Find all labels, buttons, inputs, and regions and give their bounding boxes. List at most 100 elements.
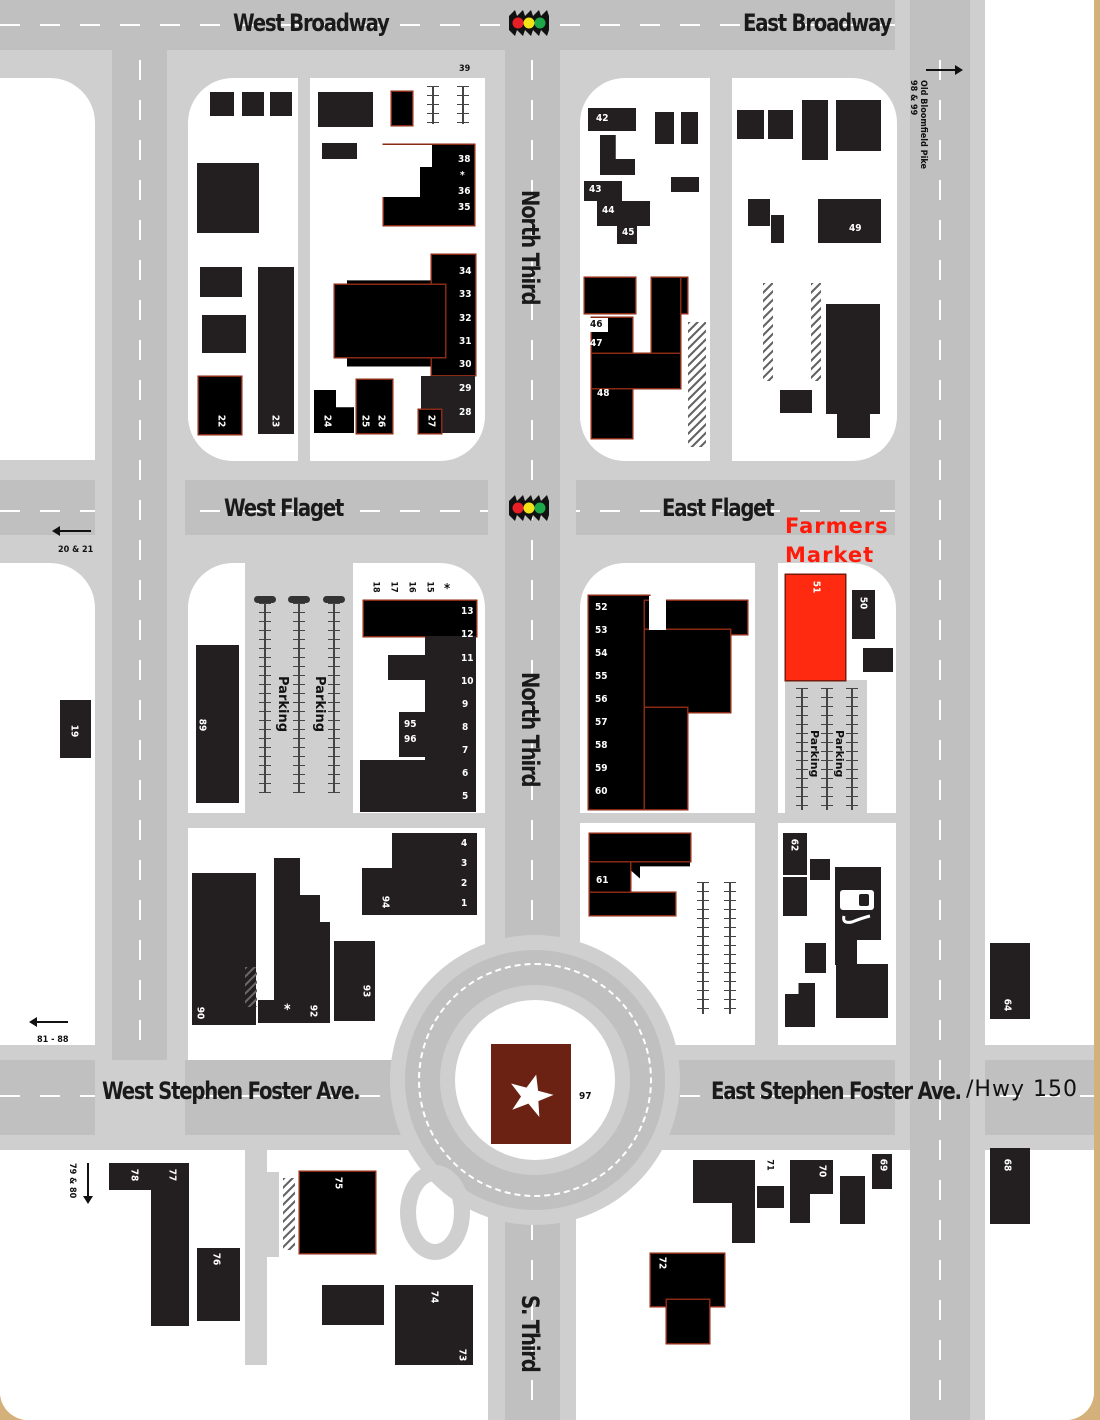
building-94[interactable] [362,868,397,915]
building[interactable] [780,390,812,413]
monument-97[interactable] [491,1044,571,1144]
building-69[interactable] [872,1154,892,1189]
building[interactable] [840,1176,865,1224]
building[interactable] [757,1186,784,1208]
building-49[interactable] [818,199,881,243]
building-50[interactable] [852,590,875,639]
building[interactable] [210,92,234,116]
building-76[interactable] [197,1248,240,1321]
parking-hatch [763,283,773,381]
building[interactable] [671,177,699,192]
building[interactable] [836,964,888,1018]
building[interactable] [790,1160,810,1223]
building[interactable] [197,163,259,233]
building[interactable] [202,315,246,353]
building-92[interactable] [274,858,300,1023]
building-92[interactable] [258,1000,330,1023]
parking-label: Parking [275,676,290,733]
building-72[interactable] [651,1254,724,1306]
building-number: 78 [128,1168,140,1182]
parking-stall-line [846,688,858,810]
building-70[interactable] [810,1160,833,1194]
building[interactable] [768,110,793,139]
building[interactable] [360,760,430,812]
building[interactable] [802,100,828,160]
farmers-market-label: Market [785,543,875,567]
building-68[interactable] [990,1148,1030,1224]
asterisk-marker: * [444,582,451,597]
building-93[interactable] [334,941,375,1021]
building-1-4[interactable] [392,833,477,915]
building-89[interactable] [196,645,239,803]
building-46-48[interactable] [585,278,635,313]
building-number: 54 [595,648,608,659]
building[interactable] [748,199,770,226]
building[interactable] [771,215,784,243]
building-46-48[interactable] [592,354,680,388]
building-77[interactable] [151,1163,189,1326]
building-52-60[interactable] [645,630,730,712]
lane-marking [139,60,141,1060]
building-42[interactable] [588,108,636,131]
parking-stall-line [457,86,469,124]
building-27[interactable] [419,410,441,433]
building-number: 69 [877,1158,889,1172]
street-west-flaget: West Flaget [224,494,344,522]
building-25-26[interactable] [357,380,392,433]
building[interactable] [270,92,292,116]
building-61[interactable] [590,834,690,861]
building-30-34[interactable] [335,285,445,357]
building-92[interactable] [300,895,320,1023]
arrow-west-icon [56,530,91,532]
parking-stall-line [328,603,340,793]
lot [582,318,608,332]
building-52-60[interactable] [645,708,687,809]
building[interactable] [681,112,698,144]
building[interactable] [810,859,830,880]
building-95-96[interactable] [399,712,437,757]
building[interactable] [388,655,438,680]
building[interactable] [322,1285,384,1325]
building-45[interactable] [617,222,637,244]
parking-hatch [688,322,706,447]
building-73-74[interactable] [395,1285,473,1365]
building[interactable] [737,110,764,139]
building-number: 45 [622,227,635,238]
building-43[interactable] [584,181,622,201]
building-64[interactable] [990,943,1030,1019]
building[interactable] [783,877,807,916]
building[interactable] [805,943,826,973]
building[interactable] [655,112,674,144]
building-92[interactable] [320,922,330,1023]
building-19[interactable] [60,700,91,758]
building[interactable] [837,380,870,438]
building-22[interactable] [199,377,241,434]
roundabout-lane-marking [418,963,652,1197]
building[interactable] [242,92,264,116]
building-number: 5 [462,791,469,802]
building[interactable] [835,935,857,965]
building-number: 13 [461,606,474,617]
building-44[interactable] [597,201,650,226]
hwy-150-label: /Hwy 150 [966,1077,1078,1102]
parking-hatch [245,967,257,1007]
building[interactable] [732,1160,755,1243]
building[interactable] [318,92,373,127]
building-72[interactable] [667,1300,709,1343]
building-23[interactable] [258,267,294,434]
building-number: 24 [321,414,333,428]
building-52-60[interactable] [589,596,649,809]
building[interactable] [863,648,893,672]
building[interactable] [200,267,242,297]
farmers-market-building-51[interactable] [786,575,845,680]
building-61[interactable] [590,893,675,915]
building[interactable] [392,92,412,125]
building-62[interactable] [783,833,807,875]
building[interactable] [322,143,357,159]
building-number: 64 [1001,998,1013,1012]
building-number: 30 [459,359,472,370]
building-75[interactable] [300,1172,375,1253]
lot [0,78,95,460]
building-12-13[interactable] [364,601,476,636]
building[interactable] [836,100,881,151]
